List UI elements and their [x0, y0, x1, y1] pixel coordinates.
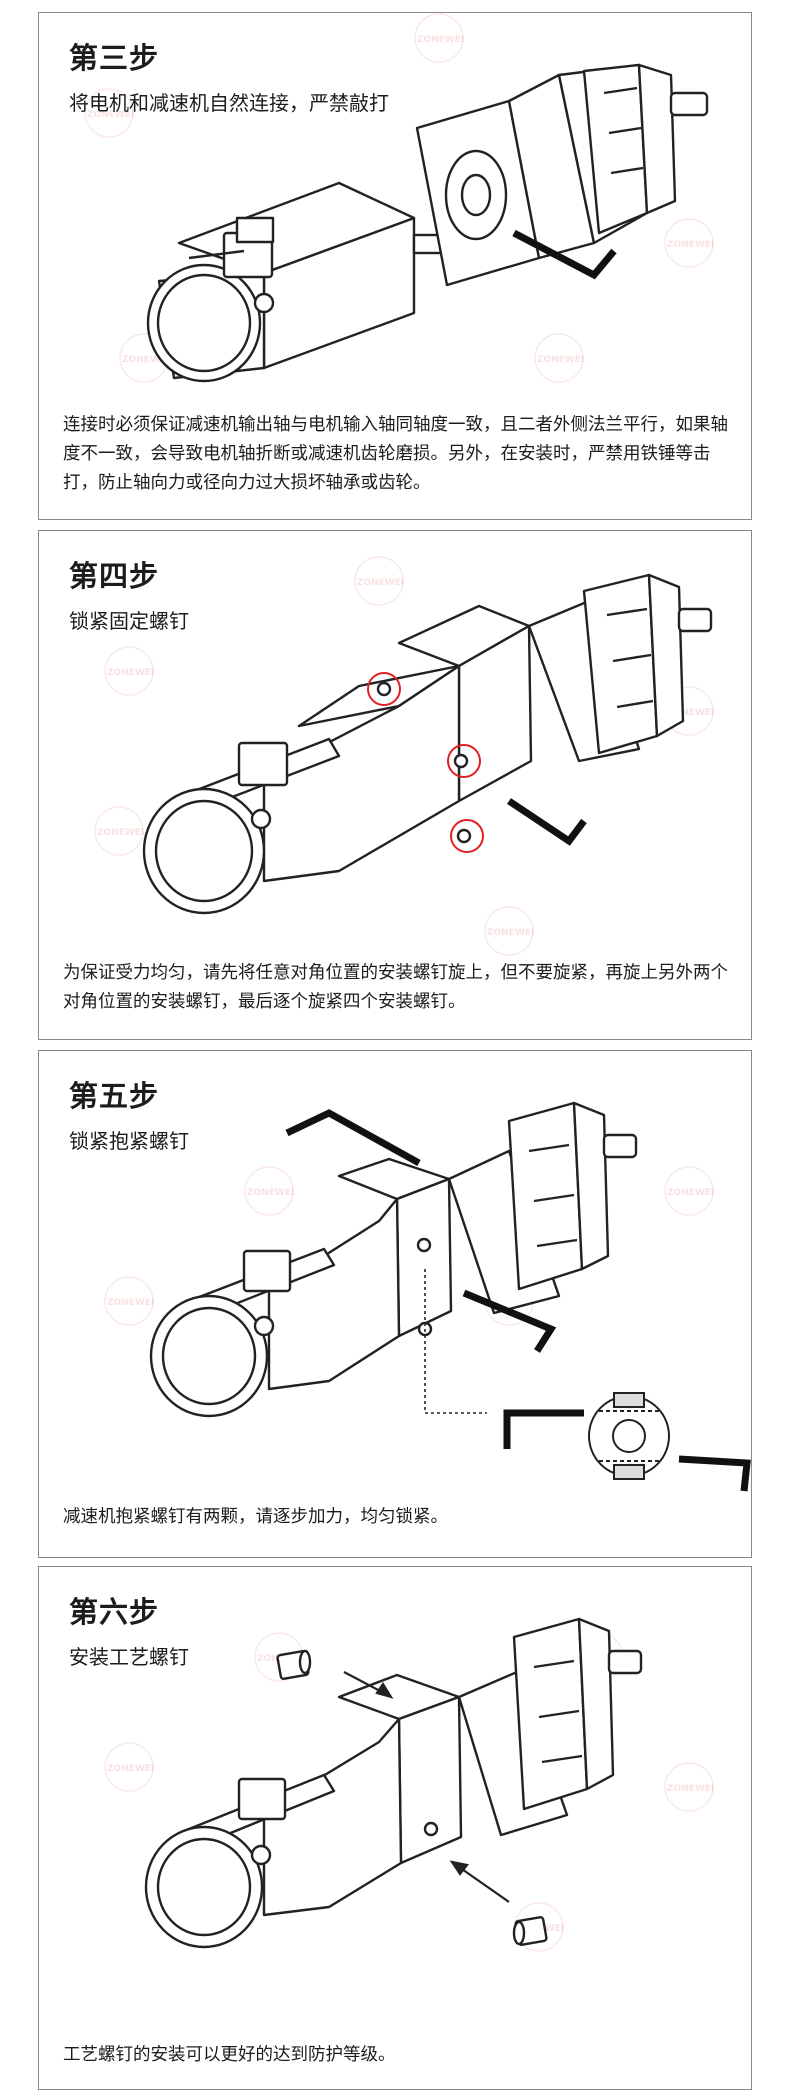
svg-text:ZONEWEI: ZONEWEI [107, 1764, 154, 1774]
step-3-illustration: ZONEWEI ZONEWEI ZONEWEI ZONEWEI ZONEWEI [84, 13, 714, 383]
svg-text:ZONEWEI: ZONEWEI [247, 1188, 294, 1198]
screw-highlight [447, 744, 481, 778]
step-5-panel: ZONEWEI ZONEWEI ZONEWEI ZONEWEI [38, 1050, 752, 1558]
svg-text:ZONEWEI: ZONEWEI [97, 828, 144, 838]
step-subtitle: 锁紧抱紧螺钉 [69, 1129, 189, 1153]
step-title: 第五步 [69, 1079, 160, 1113]
svg-text:ZONEWEI: ZONEWEI [107, 1298, 154, 1308]
step-4-panel: ZONEWEI ZONEWEI ZONEWEI ZONEWEI ZONEWEI [38, 530, 752, 1040]
svg-text:ZONEWEI: ZONEWEI [107, 668, 154, 678]
svg-text:ZONEWEI: ZONEWEI [87, 110, 134, 120]
svg-text:ZONEWEI: ZONEWEI [667, 240, 714, 250]
screw-highlight [367, 672, 401, 706]
step-description: 工艺螺钉的安装可以更好的达到防护等级。 [63, 2045, 396, 2065]
svg-text:ZONEWEI: ZONEWEI [537, 355, 584, 365]
step-subtitle: 安装工艺螺钉 [69, 1645, 189, 1669]
svg-text:ZONEWEI: ZONEWEI [417, 35, 464, 45]
step-5-illustration: ZONEWEI ZONEWEI ZONEWEI ZONEWEI [104, 1101, 751, 1492]
step-6-illustration: ZONEWEI ZONEWEI ZONEWEI ZONEWEI ZONEWEI [104, 1617, 714, 1952]
step-title: 第三步 [69, 41, 160, 75]
step-6-panel: ZONEWEI ZONEWEI ZONEWEI ZONEWEI ZONEWEI [38, 1566, 752, 2090]
svg-text:ZONEWEI: ZONEWEI [487, 928, 534, 938]
step-3-panel: ZONEWEI ZONEWEI ZONEWEI ZONEWEI ZONEWEI [38, 12, 752, 520]
svg-text:ZONEWEI: ZONEWEI [667, 708, 714, 718]
step-subtitle: 锁紧固定螺钉 [69, 609, 189, 633]
screw-highlight [450, 819, 484, 853]
step-title: 第四步 [69, 559, 160, 593]
step-subtitle: 将电机和减速机自然连接，严禁敲打 [69, 91, 389, 115]
svg-text:ZONEWEI: ZONEWEI [122, 355, 169, 365]
step-description: 减速机抱紧螺钉有两颗，请逐步加力，均匀锁紧。 [63, 1507, 448, 1527]
step-title: 第六步 [69, 1595, 160, 1629]
step-description: 连接时必须保证减速机输出轴与电机输入轴同轴度一致，且二者外侧法兰平行，如果轴度不… [63, 415, 728, 493]
step-4-illustration: ZONEWEI ZONEWEI ZONEWEI ZONEWEI ZONEWEI [94, 556, 714, 956]
step-description: 为保证受力均匀，请先将任意对角位置的安装螺钉旋上，但不要旋紧，再旋上另外两个对角… [63, 963, 728, 1012]
svg-text:ZONEWEI: ZONEWEI [667, 1784, 714, 1794]
svg-text:ZONEWEI: ZONEWEI [667, 1188, 714, 1198]
svg-text:ZONEWEI: ZONEWEI [357, 578, 404, 588]
